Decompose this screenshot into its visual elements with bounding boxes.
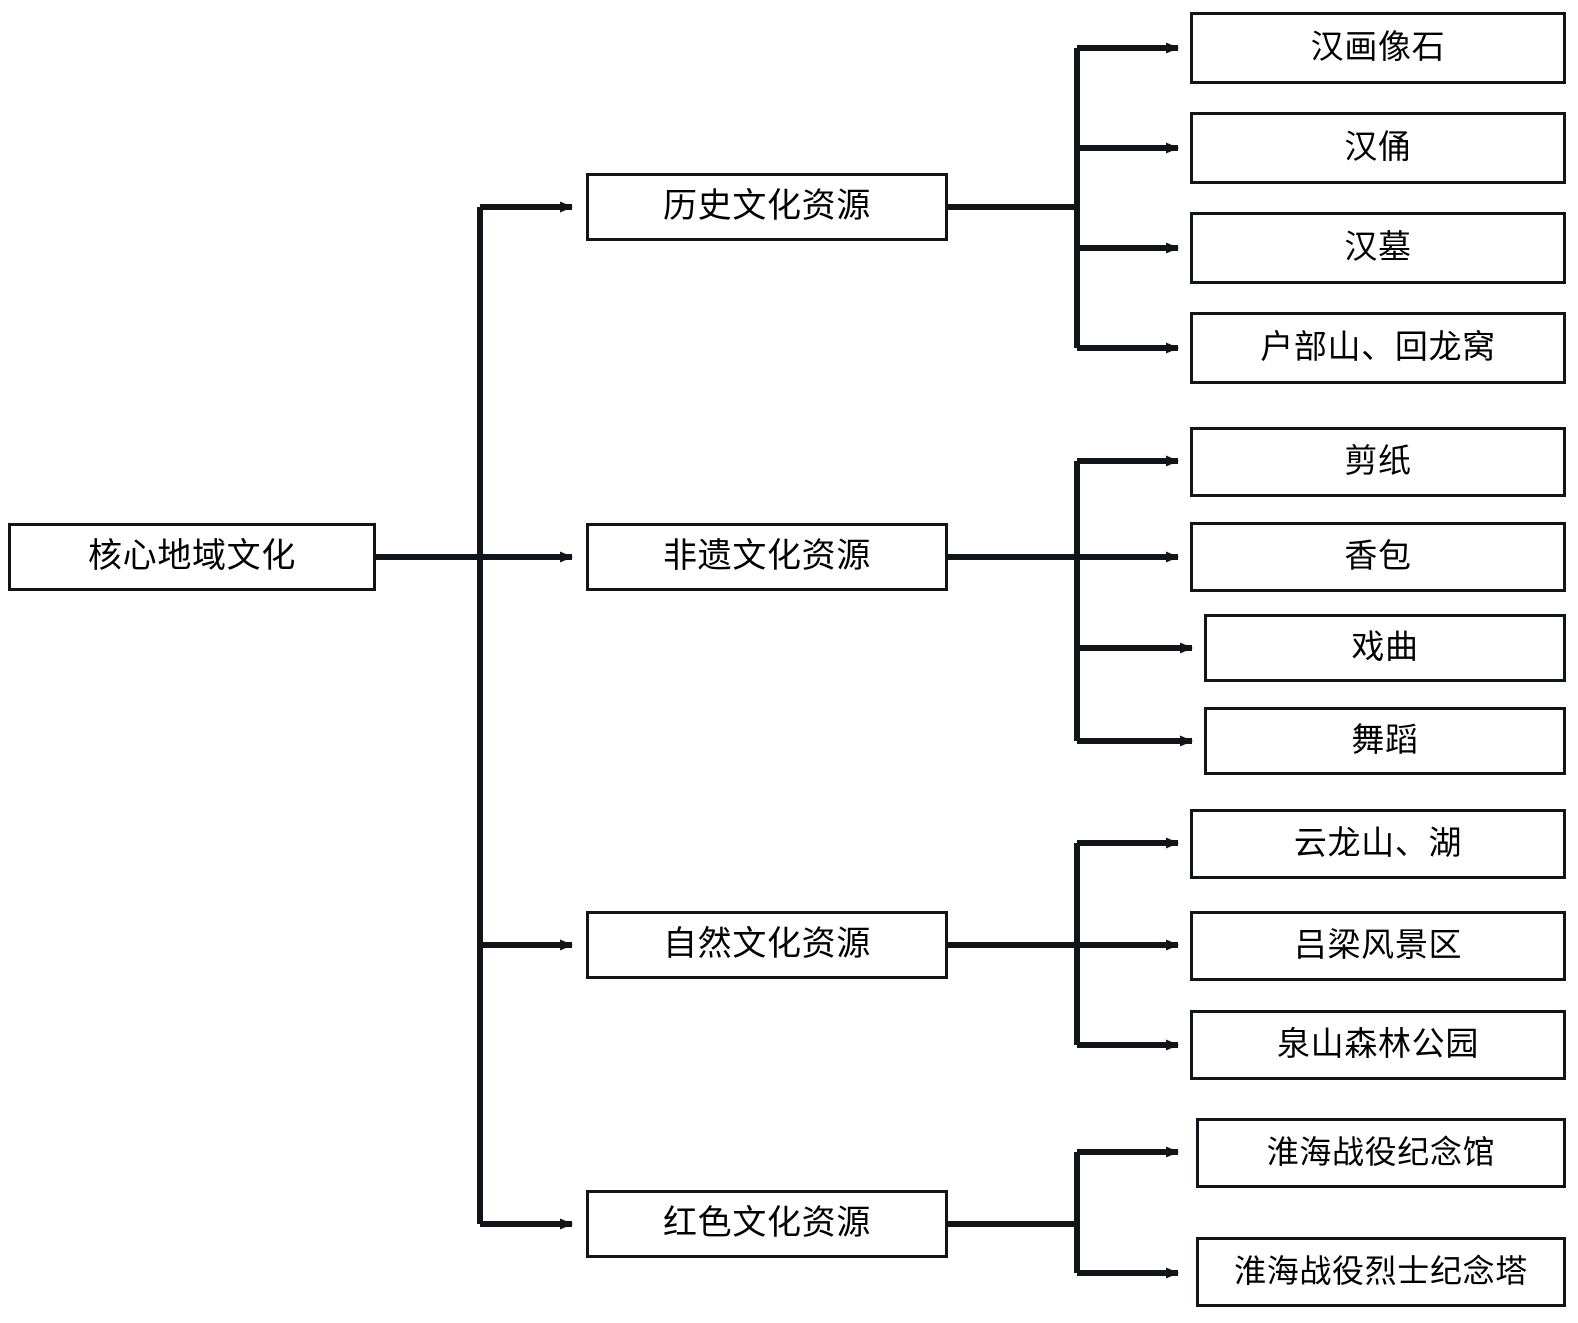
node-leaf-quanshan-forest-park[interactable]: 泉山森林公园 [1190, 1010, 1566, 1080]
node-leaf-huaihai-campaign-martyrs-monument[interactable]: 淮海战役烈士纪念塔 [1196, 1237, 1566, 1307]
node-leaf-hubushan-huilongwo[interactable]: 户部山、回龙窝 [1190, 312, 1566, 384]
node-leaf-han-figurine[interactable]: 汉俑 [1190, 112, 1566, 184]
node-leaf-dance[interactable]: 舞蹈 [1204, 707, 1566, 775]
node-root[interactable]: 核心地域文化 [8, 523, 376, 591]
node-leaf-huaihai-campaign-memorial-hall[interactable]: 淮海战役纪念馆 [1196, 1118, 1566, 1188]
node-leaf-sachet[interactable]: 香包 [1190, 522, 1566, 592]
node-leaf-yunlong-mountain-lake[interactable]: 云龙山、湖 [1190, 809, 1566, 879]
node-branch-intangible-heritage[interactable]: 非遗文化资源 [586, 523, 948, 591]
node-branch-nature[interactable]: 自然文化资源 [586, 911, 948, 979]
node-leaf-han-tomb[interactable]: 汉墓 [1190, 212, 1566, 284]
node-leaf-papercut[interactable]: 剪纸 [1190, 427, 1566, 497]
node-leaf-opera[interactable]: 戏曲 [1204, 614, 1566, 682]
node-branch-red-culture[interactable]: 红色文化资源 [586, 1190, 948, 1258]
node-branch-history[interactable]: 历史文化资源 [586, 173, 948, 241]
node-leaf-han-stone-relief[interactable]: 汉画像石 [1190, 12, 1566, 84]
node-leaf-lvliang-scenic-area[interactable]: 吕梁风景区 [1190, 911, 1566, 981]
